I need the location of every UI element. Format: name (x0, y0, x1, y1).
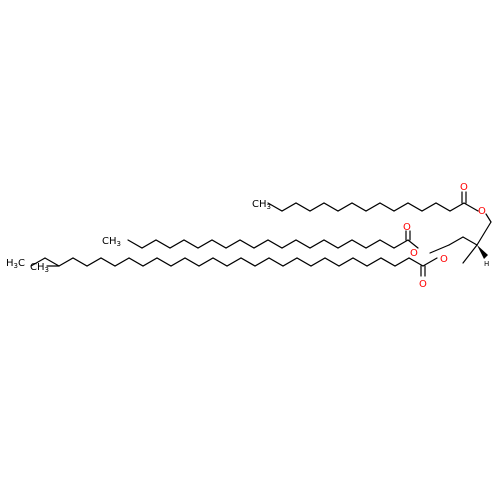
ester-oxygen-2: O (410, 248, 418, 259)
acyl-chain-3 (30, 257, 438, 277)
carbonyl-oxygen-1: O (460, 182, 468, 193)
carbonyl-oxygen-2: O (403, 222, 411, 233)
stereo-hydrogen: H (484, 260, 489, 268)
branch-methyl: CH3 (30, 262, 49, 274)
carbonyl-oxygen-3: O (419, 279, 427, 290)
acyl-chain-1 (267, 191, 492, 223)
terminal-methyl-2: CH3 (102, 236, 121, 248)
glycerol-backbone (429, 221, 492, 264)
atom-labels: O O O O O O CH3 CH3 H3C CH3 H (6, 182, 489, 290)
stereo-wedge (477, 245, 488, 259)
terminal-methyl-1: CH3 (252, 199, 271, 211)
acyl-chain-2 (127, 230, 419, 249)
ester-oxygen-3: O (440, 254, 448, 265)
ester-oxygen-1: O (478, 206, 486, 217)
ethyl-methyl: H3C (6, 258, 25, 270)
